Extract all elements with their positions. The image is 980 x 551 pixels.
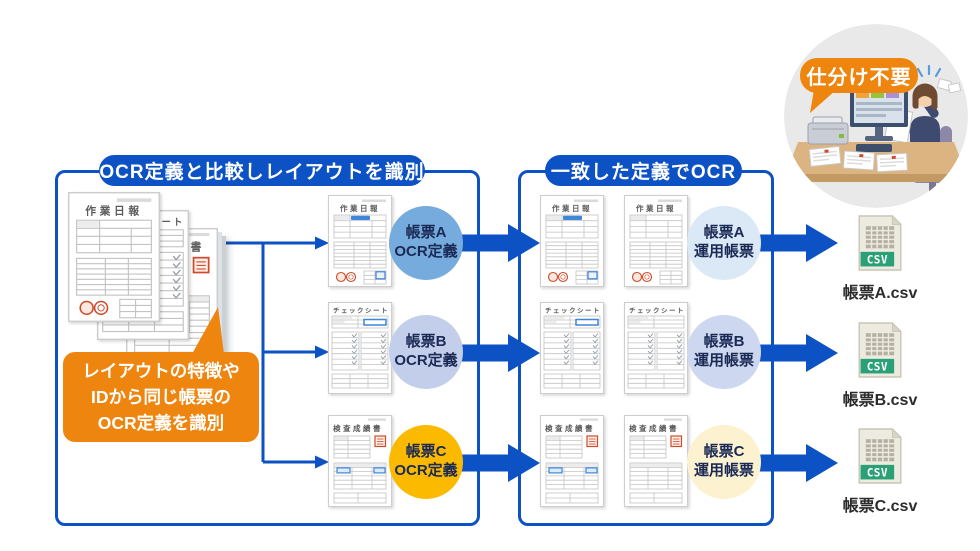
monitor bbox=[850, 84, 908, 141]
output-arrow-b bbox=[750, 331, 840, 375]
incoming-doc-a bbox=[68, 192, 160, 322]
badge-line2: OCR定義 bbox=[394, 243, 458, 260]
office-illustration bbox=[784, 24, 968, 208]
flow-arrow-b bbox=[452, 331, 542, 375]
left-panel-title: OCR定義と比較しレイアウトを識別 bbox=[99, 155, 425, 186]
output-arrow-a bbox=[750, 221, 840, 265]
ocr-definition-doc-a bbox=[328, 195, 392, 287]
badge-line1: 帳票A bbox=[703, 224, 745, 242]
badge-line2: 運用帳票 bbox=[693, 352, 754, 369]
badge-line1: 帳票A bbox=[405, 224, 447, 242]
desk-papers bbox=[808, 145, 908, 173]
badge-form-b-ocr-definition: 帳票B OCR定義 bbox=[389, 315, 463, 389]
surprise-lines bbox=[916, 64, 942, 78]
badge-line2: OCR定義 bbox=[394, 462, 458, 479]
badge-form-c-operation: 帳票C 運用帳票 bbox=[687, 425, 761, 499]
scanner bbox=[807, 116, 849, 145]
csv-output-a: 帳票A.csv bbox=[825, 214, 935, 303]
badge-line1: 帳票B bbox=[405, 333, 447, 351]
scanned-doc-b bbox=[624, 302, 688, 394]
output-arrow-c bbox=[750, 441, 840, 485]
matched-definition-doc-b bbox=[540, 302, 604, 394]
scanned-doc-c bbox=[624, 415, 688, 507]
matched-definition-doc-a bbox=[540, 195, 604, 287]
flow-arrow-a bbox=[452, 221, 542, 265]
badge-line2: 運用帳票 bbox=[693, 462, 754, 479]
callout-layout-identify: レイアウトの特徴や IDから同じ帳票の OCR定義を識別 bbox=[63, 352, 259, 442]
branch-connector bbox=[201, 236, 329, 469]
badge-line2: OCR定義 bbox=[394, 352, 458, 369]
callout-tail bbox=[810, 90, 836, 113]
matched-definition-doc-c bbox=[540, 415, 604, 507]
badge-form-a-operation: 帳票A 運用帳票 bbox=[687, 206, 761, 280]
csv-filename: 帳票A.csv bbox=[842, 285, 918, 302]
badge-line2: 運用帳票 bbox=[693, 243, 754, 260]
csv-file-icon bbox=[857, 427, 903, 485]
csv-filename: 帳票C.csv bbox=[842, 498, 918, 515]
flow-arrow-c bbox=[452, 441, 542, 485]
csv-output-b: 帳票B.csv bbox=[825, 321, 935, 410]
badge-form-a-ocr-definition: 帳票A OCR定義 bbox=[389, 206, 463, 280]
csv-filename: 帳票B.csv bbox=[842, 392, 918, 409]
callout-tail bbox=[192, 307, 224, 354]
csv-file-icon bbox=[857, 321, 903, 379]
badge-form-c-ocr-definition: 帳票C OCR定義 bbox=[389, 425, 463, 499]
scanned-doc-a bbox=[624, 195, 688, 287]
ocr-definition-doc-b bbox=[328, 302, 392, 394]
right-panel-title: 一致した定義でOCR bbox=[545, 155, 742, 186]
badge-line1: 帳票C bbox=[703, 443, 745, 461]
badge-line1: 帳票C bbox=[405, 443, 447, 461]
keyboard bbox=[856, 144, 892, 152]
office-scene bbox=[784, 24, 968, 208]
badge-form-b-operation: 帳票B 運用帳票 bbox=[687, 315, 761, 389]
callout-no-sorting: 仕分け不要 bbox=[800, 58, 918, 93]
csv-output-c: 帳票C.csv bbox=[825, 427, 935, 516]
csv-file-icon bbox=[857, 214, 903, 272]
badge-line1: 帳票B bbox=[703, 333, 745, 351]
ocr-definition-doc-c bbox=[328, 415, 392, 507]
